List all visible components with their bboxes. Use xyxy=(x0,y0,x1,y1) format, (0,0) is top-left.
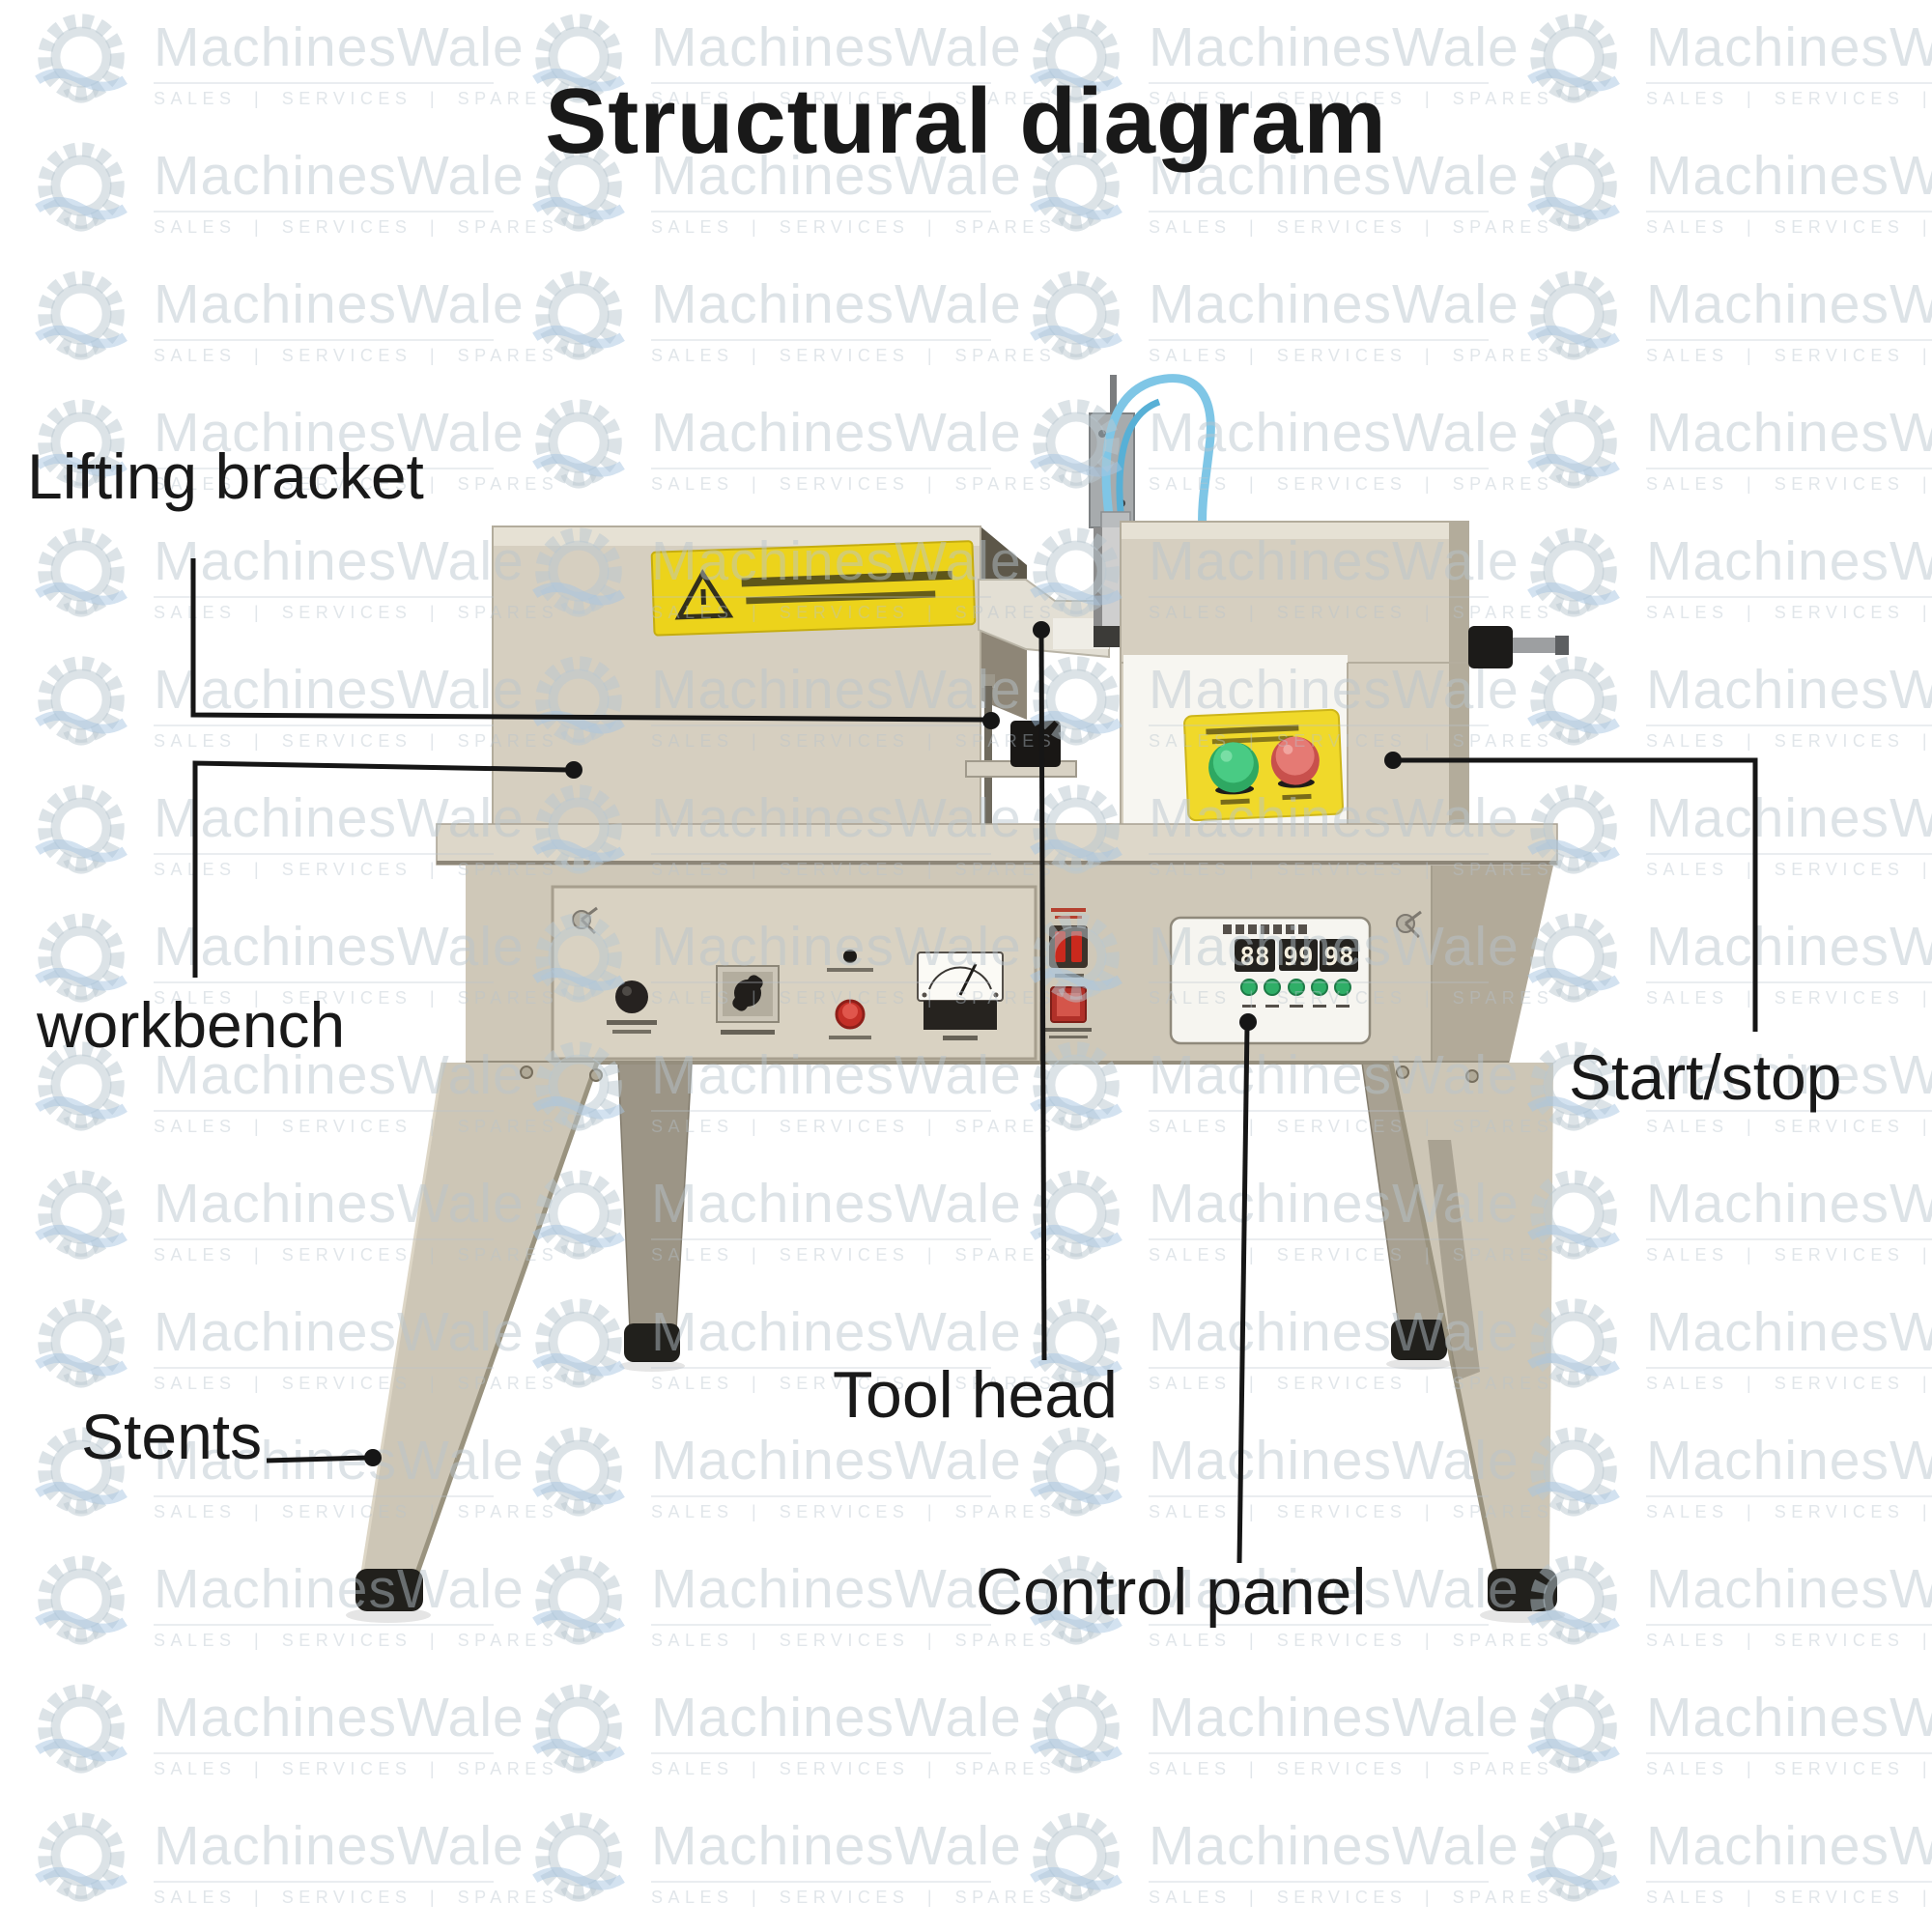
tool-head-pointer-dot xyxy=(1033,621,1050,639)
panel-heading-marks xyxy=(1223,924,1307,934)
timer-display-3: 98 xyxy=(1323,943,1353,972)
tool-head-pointer-line xyxy=(1038,632,1047,1361)
label-control-panel: Control panel xyxy=(976,1555,1367,1629)
indicator-and-red-button xyxy=(827,950,873,1039)
start-stop-pointer-dot xyxy=(1384,752,1402,769)
lifting-bracket-pointer-dot xyxy=(982,712,1000,729)
label-lifting-bracket: Lifting bracket xyxy=(27,440,424,512)
timer-display-2: 99 xyxy=(1283,943,1313,972)
digital-control-panel: 88 99 98 xyxy=(1169,910,1422,1045)
page-title: Structural diagram xyxy=(545,70,1387,173)
lifting-bracket-pointer-line xyxy=(190,558,986,723)
panel-buttons-green xyxy=(1240,979,1351,1008)
workbench-pointer-line xyxy=(192,760,569,978)
stents-pointer-line xyxy=(266,1455,368,1463)
label-tool-head: Tool head xyxy=(833,1358,1118,1432)
warning-sticker xyxy=(650,540,977,637)
stents-pointer-dot xyxy=(364,1449,382,1466)
side-shaft xyxy=(1468,626,1569,668)
start-stop-pointer-line xyxy=(1399,757,1758,1032)
analog-meter xyxy=(917,952,1004,1040)
control-panel-pointer-line xyxy=(1236,1025,1250,1564)
control-panel-pointer-dot xyxy=(1239,1013,1257,1031)
timer-display-1: 88 xyxy=(1239,943,1269,972)
start-stop-button-panel xyxy=(1183,708,1344,822)
label-start-stop: Start/stop xyxy=(1569,1041,1842,1113)
label-workbench: workbench xyxy=(37,989,346,1061)
label-stents: Stents xyxy=(81,1401,263,1472)
rotary-switch xyxy=(716,965,780,1035)
workbench-pointer-dot xyxy=(565,761,582,779)
